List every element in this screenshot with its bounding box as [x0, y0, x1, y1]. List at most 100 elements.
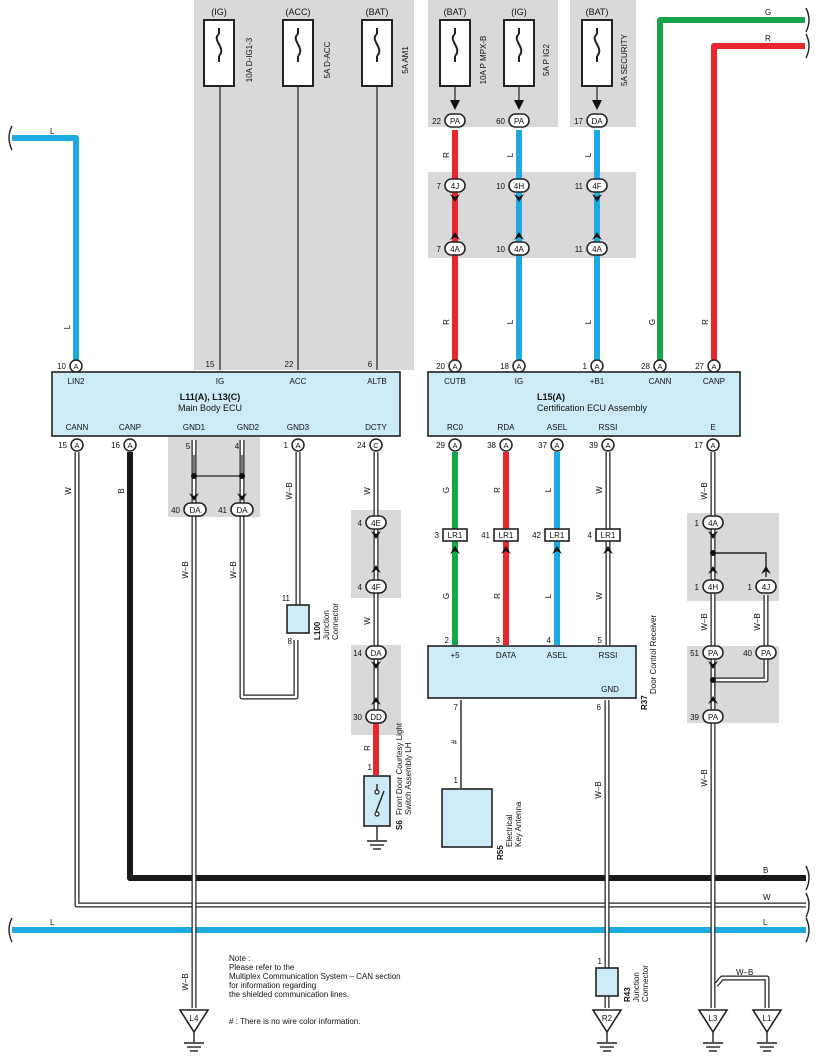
svg-text:W–B: W–B — [285, 482, 294, 499]
svg-text:5: 5 — [598, 636, 603, 645]
svg-text:R: R — [701, 319, 710, 325]
connector-lr1-4: LR1 4 — [588, 528, 621, 554]
svg-text:42: 42 — [532, 531, 541, 540]
svg-text:Switch Assembly LH: Switch Assembly LH — [404, 742, 413, 815]
svg-text:4F: 4F — [371, 583, 380, 592]
ecu-pin-dcty: DCTY C 24 — [357, 423, 388, 452]
svg-text:6: 6 — [597, 703, 602, 712]
svg-text:A: A — [605, 441, 610, 450]
svg-text:1: 1 — [695, 519, 700, 528]
svg-text:14: 14 — [353, 649, 362, 658]
svg-text:4H: 4H — [708, 583, 718, 592]
svg-text:1: 1 — [284, 441, 289, 450]
svg-text:W: W — [763, 893, 771, 902]
connector-lr1-42: LR1 42 — [532, 528, 570, 554]
svg-text:22: 22 — [432, 117, 441, 126]
svg-text:R: R — [442, 319, 451, 325]
ground-r2: R2 — [591, 1009, 623, 1052]
svg-text:RSSI: RSSI — [599, 423, 618, 432]
fuse-name: 5A SECURITY — [620, 33, 629, 86]
svg-text:G: G — [442, 487, 451, 493]
svg-text:LR1: LR1 — [499, 531, 514, 540]
svg-text:38: 38 — [487, 441, 496, 450]
svg-text:10: 10 — [496, 182, 505, 191]
svg-text:A: A — [452, 441, 457, 450]
svg-text:17: 17 — [574, 117, 583, 126]
connector-pa39: PA 39 — [690, 696, 724, 724]
svg-text:ASEL: ASEL — [547, 423, 568, 432]
svg-text:L: L — [506, 319, 515, 324]
svg-text:11: 11 — [575, 182, 584, 191]
connector-pa40: PA 40 — [743, 645, 777, 660]
svg-text:W–B: W–B — [181, 973, 190, 990]
svg-text:2: 2 — [445, 636, 450, 645]
svg-text:A: A — [127, 441, 132, 450]
svg-text:for information regarding: for information regarding — [229, 981, 316, 990]
svg-text:W–B: W–B — [700, 482, 709, 499]
svg-text:Note :: Note : — [229, 954, 250, 963]
svg-text:W: W — [595, 486, 604, 494]
svg-text:4A: 4A — [592, 245, 602, 254]
junction-connector-l100: 11 8 L100 Junction Connector — [282, 594, 340, 646]
connector-4a-10: 4A 10 — [496, 232, 530, 256]
ecu-title: L15(A) — [537, 392, 565, 402]
svg-text:7: 7 — [437, 245, 442, 254]
svg-text:1: 1 — [695, 583, 700, 592]
fuse-name: 10A P MPX-B — [479, 36, 488, 85]
svg-text:18: 18 — [500, 362, 509, 371]
svg-text:37: 37 — [538, 441, 547, 450]
svg-text:10: 10 — [57, 362, 66, 371]
courtesy-light-switch: 1 S6 Front Door Courtesy Light Switch As… — [363, 722, 413, 850]
svg-text:Connector: Connector — [331, 603, 340, 640]
svg-text:R: R — [765, 34, 771, 43]
svg-text:4J: 4J — [762, 583, 770, 592]
connector-da17: DA 17 — [574, 113, 608, 128]
svg-text:GND: GND — [601, 685, 619, 694]
svg-text:5: 5 — [186, 442, 191, 451]
svg-text:10: 10 — [496, 245, 505, 254]
svg-text:28: 28 — [641, 362, 650, 371]
svg-text:W–B: W–B — [594, 781, 603, 798]
svg-text:W: W — [363, 487, 372, 495]
fuse-d-ig1-3: (IG) 10A D-IG1-3 — [203, 7, 254, 87]
svg-text:+B1: +B1 — [590, 377, 605, 386]
svg-text:A: A — [657, 362, 662, 371]
svg-text:51: 51 — [690, 649, 699, 658]
ecu-pin-cann: CANN A 15 — [58, 423, 89, 452]
fuse-supply: (BAT) — [366, 7, 389, 17]
svg-text:R37: R37 — [640, 695, 649, 710]
connector-4e-4: 4E 4 — [358, 515, 387, 539]
svg-text:A: A — [554, 441, 559, 450]
connector-dd30: DD 30 — [353, 697, 387, 724]
svg-text:4J: 4J — [451, 182, 459, 191]
svg-text:L: L — [50, 918, 55, 927]
svg-text:L: L — [763, 918, 768, 927]
svg-text:L: L — [50, 127, 55, 136]
svg-text:# : There is no wire color inf: # : There is no wire color information. — [229, 1017, 360, 1026]
fuse-name: 5A AM1 — [401, 46, 410, 74]
svg-text:W: W — [595, 592, 604, 600]
main-body-ecu: L11(A), L13(C) Main Body ECU A 10 LIN2 1… — [51, 359, 401, 452]
ecu-subtitle: Main Body ECU — [178, 403, 242, 413]
svg-text:Junction: Junction — [632, 972, 641, 1002]
svg-text:#: # — [450, 739, 459, 744]
svg-text:CANN: CANN — [66, 423, 89, 432]
svg-text:15: 15 — [206, 360, 215, 369]
svg-text:S6: S6 — [395, 820, 404, 830]
svg-text:Key Antenna: Key Antenna — [514, 801, 523, 847]
svg-text:A: A — [516, 362, 521, 371]
connector-4j-1: 4J 1 — [748, 566, 777, 594]
svg-text:4: 4 — [235, 442, 240, 451]
ground-icon — [367, 840, 387, 850]
cert-pin-ig: A 18 IG — [500, 359, 526, 386]
svg-text:W: W — [64, 487, 73, 495]
svg-text:+5: +5 — [450, 651, 460, 660]
svg-text:3: 3 — [496, 636, 501, 645]
svg-text:RSSI: RSSI — [599, 651, 618, 660]
svg-text:CANN: CANN — [649, 377, 672, 386]
cert-pin-cann: A 28 CANN — [641, 359, 672, 386]
svg-text:A: A — [295, 441, 300, 450]
fuse-p-ig2: (IG) 5A P IG2 — [503, 7, 551, 110]
fuse-am1: (BAT) 5A AM1 — [361, 7, 410, 87]
connector-4a-1: 4A 1 — [695, 515, 724, 539]
